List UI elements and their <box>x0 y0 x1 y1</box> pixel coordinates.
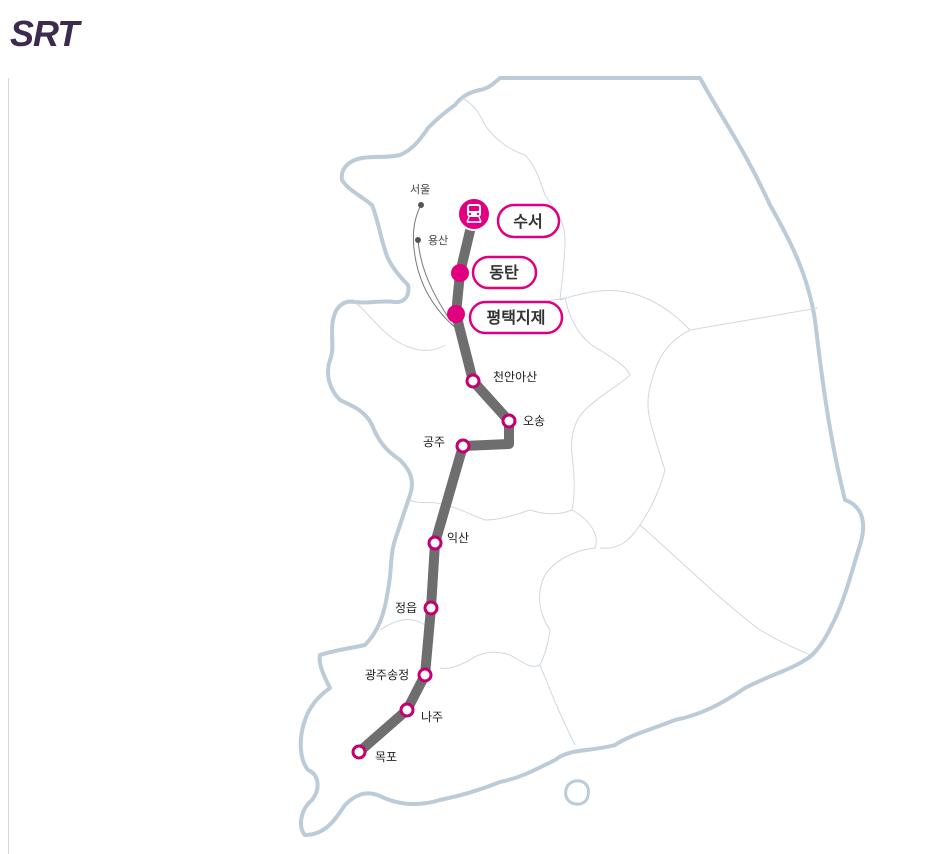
station-pyeongtaek-jije[interactable]: 평택지제 <box>447 300 564 335</box>
station-cheonan-asan[interactable]: 천안아산 <box>465 369 537 389</box>
osong-label: 오송 <box>523 414 545 428</box>
suseo-label: 수서 <box>513 212 542 231</box>
station-mokpo[interactable]: 목포 <box>351 744 397 764</box>
province-borders <box>354 97 819 746</box>
pyeongtaek-marker <box>447 305 465 323</box>
station-gwangju-songjeong[interactable]: 광주송정 <box>365 667 433 683</box>
station-suseo[interactable]: 수서 <box>457 197 561 239</box>
yongsan-label: 용산 <box>428 234 448 247</box>
dongtan-badge <box>471 255 538 290</box>
land-outline <box>298 76 866 837</box>
seoul-dot <box>418 202 424 208</box>
left-divider <box>8 78 9 854</box>
gongju-label: 공주 <box>423 435 445 449</box>
station-naju[interactable]: 나주 <box>399 702 443 724</box>
gwangju-songjeong-label: 광주송정 <box>365 668 409 682</box>
dongtan-marker <box>451 264 469 282</box>
pyeongtaek-badge <box>468 300 564 335</box>
yongsan-dot <box>415 237 421 243</box>
srt-logo-text: SRT <box>10 14 82 52</box>
naju-label: 나주 <box>421 710 443 724</box>
cheonan-asan-label: 천안아산 <box>493 369 537 384</box>
srt-logo: SRT <box>10 14 83 52</box>
station-dongtan[interactable]: 동탄 <box>451 255 538 290</box>
jeju-island <box>564 779 590 806</box>
train-icon <box>466 204 482 223</box>
iksan-label: 익산 <box>447 531 469 545</box>
connection-lines <box>412 204 459 331</box>
jeongeup-label: 정읍 <box>395 601 417 615</box>
pyeongtaek-label: 평택지제 <box>487 308 546 327</box>
station-iksan[interactable]: 익산 <box>427 531 469 551</box>
mokpo-label: 목포 <box>375 750 397 764</box>
suseo-badge <box>496 203 561 239</box>
station-gongju[interactable]: 공주 <box>423 435 471 454</box>
seoul-label: 서울 <box>410 183 430 196</box>
station-jeongeup[interactable]: 정읍 <box>395 600 439 616</box>
station-osong[interactable]: 오송 <box>501 413 545 429</box>
dongtan-label: 동탄 <box>489 263 519 282</box>
